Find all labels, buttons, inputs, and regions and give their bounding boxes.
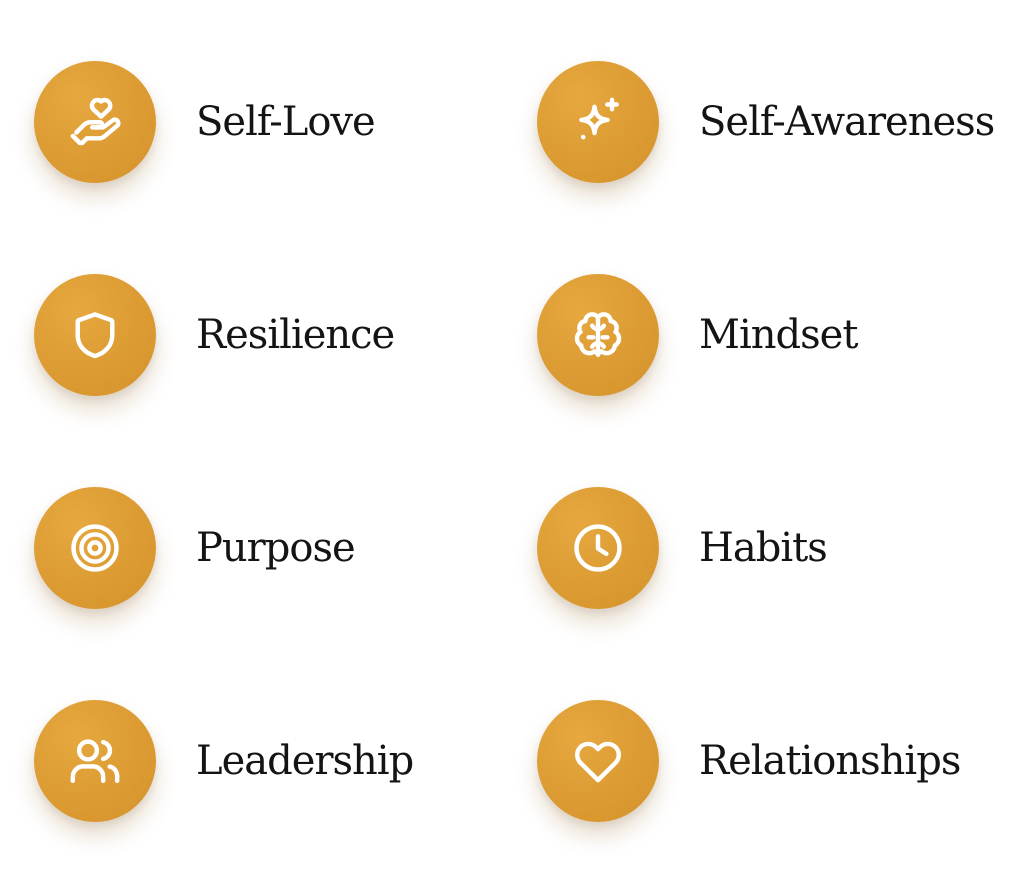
topic-self-love[interactable]: Self-Love: [34, 61, 376, 183]
topic-label: Mindset: [699, 312, 858, 358]
topic-label: Self-Love: [196, 99, 376, 145]
heart-icon: [575, 741, 621, 783]
topic-label: Leadership: [196, 738, 414, 784]
topic-icon-circle: [537, 700, 659, 822]
topic-mindset[interactable]: Mindset: [537, 274, 858, 396]
topic-self-awareness[interactable]: Self-Awareness: [537, 61, 995, 183]
topic-icon-circle: [537, 61, 659, 183]
topic-icon-circle: [34, 487, 156, 609]
topic-habits[interactable]: Habits: [537, 487, 828, 609]
topic-icon-circle: [34, 274, 156, 396]
brain-icon: [574, 312, 622, 358]
clock-icon: [574, 524, 622, 572]
shield-icon: [75, 312, 115, 359]
sparkles-icon: [579, 97, 619, 140]
topic-label: Habits: [699, 525, 828, 571]
topic-label: Self-Awareness: [699, 99, 995, 145]
topic-icon-circle: [537, 274, 659, 396]
topic-leadership[interactable]: Leadership: [34, 700, 414, 822]
hand-heart-icon: [70, 97, 121, 146]
topic-icon-circle: [34, 61, 156, 183]
topic-label: Relationships: [699, 738, 961, 784]
topic-icon-circle: [34, 700, 156, 822]
topic-resilience[interactable]: Resilience: [34, 274, 395, 396]
users-icon: [70, 739, 120, 784]
topic-purpose[interactable]: Purpose: [34, 487, 356, 609]
topic-icon-circle: [537, 487, 659, 609]
topic-label: Purpose: [196, 525, 356, 571]
topic-label: Resilience: [196, 312, 395, 358]
topic-relationships[interactable]: Relationships: [537, 700, 961, 822]
target-icon: [71, 524, 119, 572]
